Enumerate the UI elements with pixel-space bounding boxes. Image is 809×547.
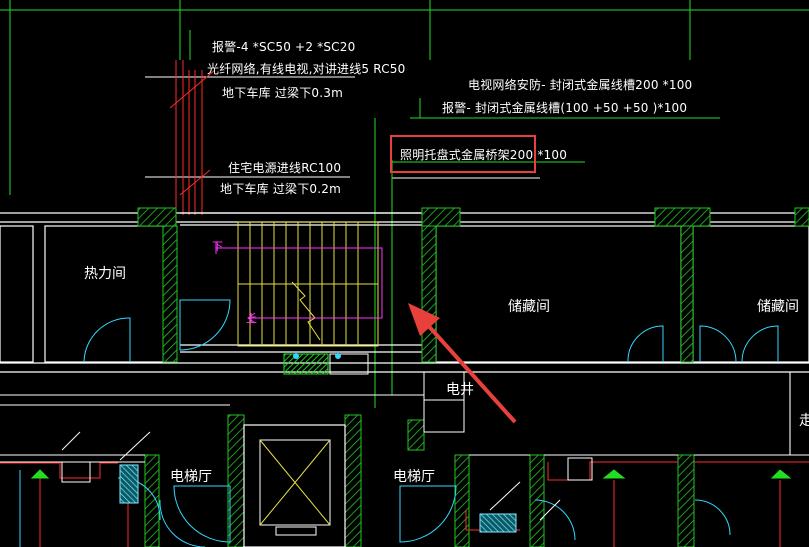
stair xyxy=(237,221,379,347)
corridor-walls xyxy=(0,372,809,463)
room-elevator-left: 电梯厅 xyxy=(170,469,212,485)
doors xyxy=(19,299,779,547)
room-elevator-right: 电梯厅 xyxy=(393,469,435,485)
tray-annotation-2: 报警- 封闭式金属线槽(100 +50 +50 )*100 xyxy=(442,101,688,115)
riser-annotation-2: 光纤网络,有线电视,对讲进线5 RC50 xyxy=(207,62,406,76)
room-shaft: 电井 xyxy=(446,382,474,398)
room-cut-label: 走 xyxy=(799,413,809,429)
distribution-panels xyxy=(119,464,517,533)
red-risers xyxy=(169,60,216,215)
tray-annotation-1: 电视网络安防- 封闭式金属线槽200 *100 xyxy=(468,78,693,92)
highlight-annotation: 照明托盘式金属桥架200 *100 xyxy=(400,148,568,162)
stair-arrow-path xyxy=(215,242,383,324)
highlight-box xyxy=(390,135,536,173)
room-storage-left: 储藏间 xyxy=(508,299,550,315)
green-leaders xyxy=(189,30,720,408)
leader-lines xyxy=(145,76,540,179)
power-annotation-2: 地下车库 过梁下0.2m xyxy=(220,182,341,196)
riser-annotation-1: 报警-4 *SC50 +2 *SC20 xyxy=(212,40,356,54)
wall-pillars xyxy=(137,207,809,547)
electric-shaft xyxy=(423,371,465,433)
power-annotation-1: 住宅电源进线RC100 xyxy=(228,161,342,175)
room-storage-right: 储藏间 xyxy=(757,299,799,315)
switch-boxes xyxy=(61,457,593,483)
stair-down-mark: 下 xyxy=(212,240,224,253)
room-heat: 热力间 xyxy=(84,266,126,282)
grid-lines xyxy=(0,0,809,195)
stair-up-mark: 上 xyxy=(246,312,258,325)
riser-annotation-3: 地下车库 过梁下0.3m xyxy=(222,86,343,100)
elevator-shaft xyxy=(243,424,346,547)
red-arrow xyxy=(408,303,517,424)
leader-ticks xyxy=(61,431,561,521)
light-fixtures xyxy=(30,469,792,479)
meter-box xyxy=(283,353,369,375)
